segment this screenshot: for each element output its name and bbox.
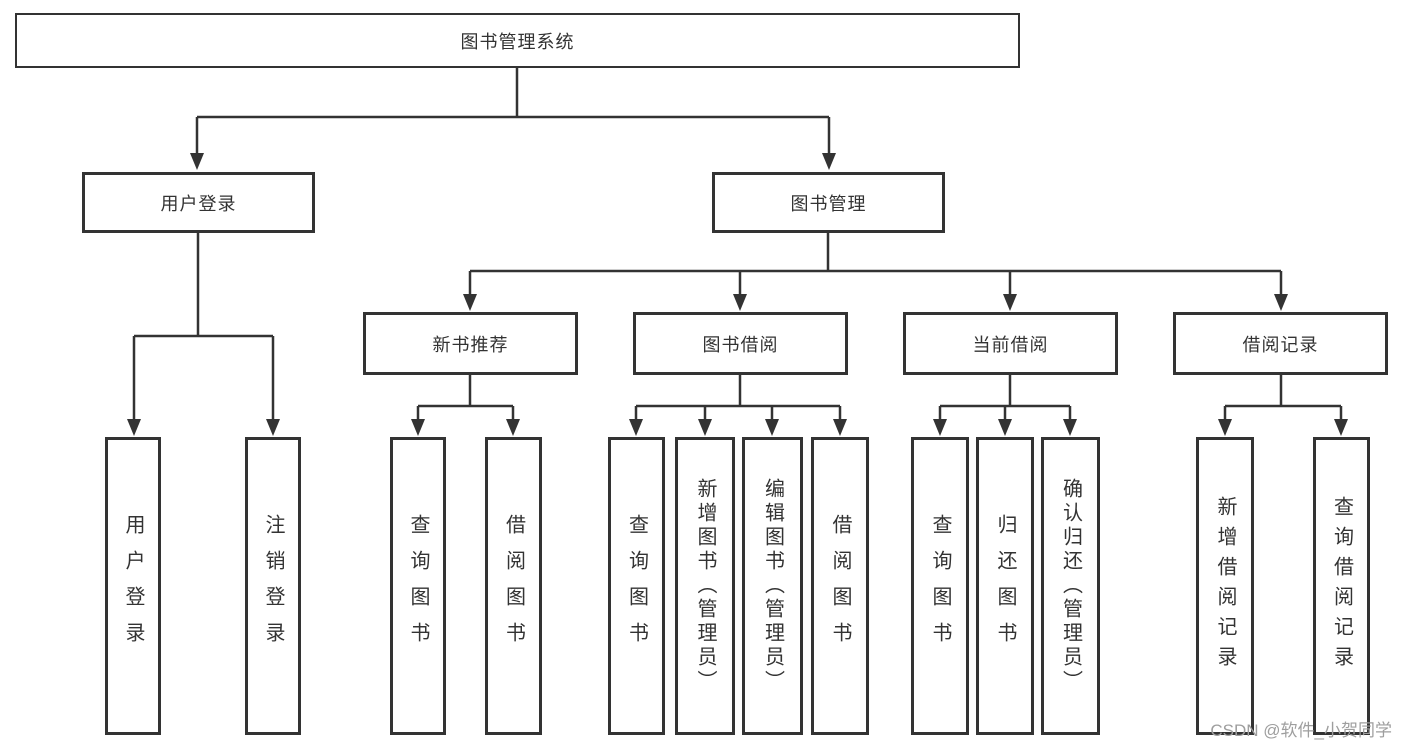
- csdn-watermark: CSDN @软件_小贺同学: [1210, 721, 1392, 740]
- leaf-edit-books-admin: 编辑图书（管理员）: [742, 437, 803, 735]
- leaf-query-books-1-label: 查询图书: [407, 514, 429, 658]
- node-book-management-label: 图书管理: [790, 193, 867, 214]
- node-borrow-records: 借阅记录: [1173, 312, 1388, 375]
- leaf-borrow-books-2: 借阅图书: [811, 437, 869, 735]
- node-new-book-recommend-label: 新书推荐: [432, 334, 509, 355]
- leaf-add-borrow-record: 新增借阅记录: [1196, 437, 1254, 735]
- node-user-login-label: 用户登录: [160, 193, 237, 214]
- leaf-query-borrow-record-label: 查询借阅记录: [1330, 496, 1353, 676]
- leaf-query-books-1: 查询图书: [390, 437, 446, 735]
- node-library-system-label: 图书管理系统: [460, 31, 575, 52]
- node-library-system: 图书管理系统: [15, 13, 1020, 68]
- leaf-query-books-2: 查询图书: [608, 437, 665, 735]
- node-borrow-records-label: 借阅记录: [1242, 334, 1319, 355]
- leaf-add-borrow-record-label: 新增借阅记录: [1214, 496, 1236, 676]
- leaf-add-books-admin: 新增图书（管理员）: [675, 437, 735, 735]
- node-user-login: 用户登录: [82, 172, 315, 233]
- leaf-query-books-3: 查询图书: [911, 437, 969, 735]
- leaf-return-books: 归还图书: [976, 437, 1034, 735]
- node-book-borrow: 图书借阅: [633, 312, 848, 375]
- leaf-confirm-return-admin-label: 确认归还（管理员）: [1059, 478, 1082, 694]
- leaf-return-books-label: 归还图书: [994, 514, 1016, 658]
- node-current-borrow-label: 当前借阅: [972, 334, 1049, 355]
- leaf-logout-label: 注销登录: [262, 514, 284, 658]
- leaf-add-books-admin-label: 新增图书（管理员）: [694, 478, 716, 694]
- leaf-confirm-return-admin: 确认归还（管理员）: [1041, 437, 1100, 735]
- leaf-borrow-books-1: 借阅图书: [485, 437, 542, 735]
- leaf-query-books-2-label: 查询图书: [625, 514, 648, 658]
- node-current-borrow: 当前借阅: [903, 312, 1118, 375]
- leaf-edit-books-admin-label: 编辑图书（管理员）: [761, 478, 784, 694]
- node-book-management: 图书管理: [712, 172, 945, 233]
- leaf-user-login-label: 用户登录: [122, 514, 144, 658]
- leaf-query-books-3-label: 查询图书: [929, 514, 951, 658]
- leaf-logout: 注销登录: [245, 437, 301, 735]
- leaf-borrow-books-1-label: 借阅图书: [502, 514, 525, 658]
- leaf-query-borrow-record: 查询借阅记录: [1313, 437, 1370, 735]
- leaf-user-login: 用户登录: [105, 437, 161, 735]
- node-new-book-recommend: 新书推荐: [363, 312, 578, 375]
- node-book-borrow-label: 图书借阅: [702, 334, 779, 355]
- leaf-borrow-books-2-label: 借阅图书: [829, 514, 851, 658]
